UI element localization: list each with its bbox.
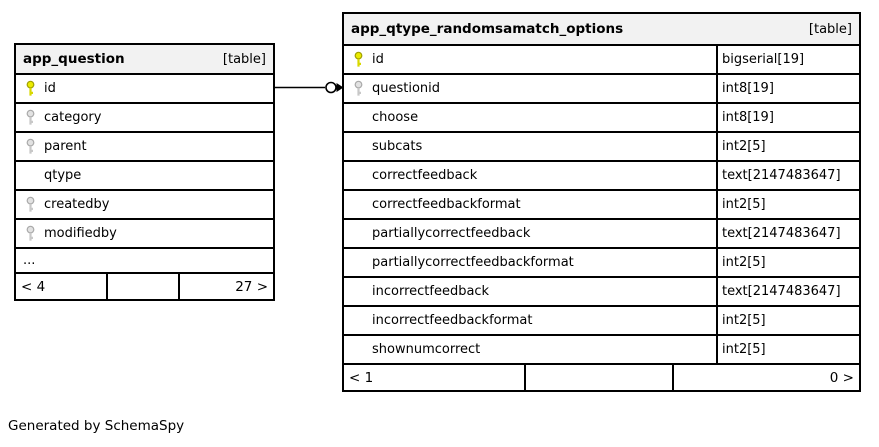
column-row: qtype <box>16 160 273 189</box>
relationship-connector <box>275 81 344 94</box>
more-columns-ellipsis: ... <box>16 247 273 272</box>
column-row: incorrectfeedbackformat int2[5] <box>344 305 859 334</box>
arrowhead-icon <box>336 83 344 92</box>
table-name: app_question <box>23 51 125 67</box>
foreign-key-icon <box>26 138 35 154</box>
column-type: int2[5] <box>716 249 859 276</box>
column-name: createdby <box>44 197 110 212</box>
foreign-key-icon <box>26 225 35 241</box>
column-type: int2[5] <box>716 191 859 218</box>
column-type: int8[19] <box>716 104 859 131</box>
stats-spacer-cell <box>524 365 674 390</box>
stats-spacer-cell <box>105 274 181 299</box>
column-row: id bigserial[19] <box>344 44 859 73</box>
column-type: int2[5] <box>716 307 859 334</box>
column-type: int8[19] <box>716 75 859 102</box>
foreign-key-icon <box>26 109 35 125</box>
column-name: id <box>44 81 56 96</box>
column-row: shownumcorrect int2[5] <box>344 334 859 363</box>
table-node-app-question[interactable]: app_question [table] id category parent <box>14 43 275 301</box>
column-name: questionid <box>372 81 441 96</box>
column-name: partiallycorrectfeedback <box>372 226 531 241</box>
table-header[interactable]: app_qtype_randomsamatch_options [table] <box>344 14 859 44</box>
column-name: correctfeedbackformat <box>372 197 521 212</box>
column-row: correctfeedback text[2147483647] <box>344 160 859 189</box>
ellipsis-text: ... <box>23 253 36 268</box>
column-row: incorrectfeedback text[2147483647] <box>344 276 859 305</box>
column-row: id <box>16 73 273 102</box>
column-row: partiallycorrectfeedbackformat int2[5] <box>344 247 859 276</box>
column-row: category <box>16 102 273 131</box>
column-name: partiallycorrectfeedbackformat <box>372 255 574 270</box>
primary-key-icon <box>354 51 363 67</box>
column-row: parent <box>16 131 273 160</box>
column-row: correctfeedbackformat int2[5] <box>344 189 859 218</box>
column-row: choose int8[19] <box>344 102 859 131</box>
child-count: 27 > <box>235 278 268 295</box>
column-name: incorrectfeedbackformat <box>372 313 533 328</box>
column-type: int2[5] <box>716 336 859 363</box>
generated-by-note: Generated by SchemaSpy <box>8 418 185 434</box>
foreign-key-icon <box>26 196 35 212</box>
column-row: modifiedby <box>16 218 273 247</box>
table-stats: < 4 27 > <box>16 272 273 299</box>
parent-count: < 4 <box>21 278 46 295</box>
table-node-app-qtype-randomsamatch-options[interactable]: app_qtype_randomsamatch_options [table] … <box>342 12 861 392</box>
column-name: correctfeedback <box>372 168 478 183</box>
column-name: modifiedby <box>44 226 117 241</box>
column-row: createdby <box>16 189 273 218</box>
column-name: category <box>44 110 102 125</box>
foreign-key-icon <box>354 80 363 96</box>
column-type: text[2147483647] <box>716 162 859 189</box>
column-name: parent <box>44 139 87 154</box>
column-name: qtype <box>44 168 82 183</box>
open-circle-icon <box>325 81 337 94</box>
column-type: int2[5] <box>716 133 859 160</box>
parent-count: < 1 <box>349 369 374 386</box>
column-type: bigserial[19] <box>716 46 859 73</box>
column-name: subcats <box>372 139 423 154</box>
table-header[interactable]: app_question [table] <box>16 45 273 73</box>
table-type-badge: [table] <box>808 21 852 37</box>
column-row: questionid int8[19] <box>344 73 859 102</box>
table-type-badge: [table] <box>222 51 266 67</box>
child-count: 0 > <box>829 369 854 386</box>
column-row: subcats int2[5] <box>344 131 859 160</box>
column-name: id <box>372 52 384 67</box>
column-row: partiallycorrectfeedback text[2147483647… <box>344 218 859 247</box>
primary-key-icon <box>26 80 35 96</box>
column-name: shownumcorrect <box>372 342 481 357</box>
column-type: text[2147483647] <box>716 220 859 247</box>
column-name: incorrectfeedback <box>372 284 490 299</box>
table-name: app_qtype_randomsamatch_options <box>351 21 624 37</box>
column-name: choose <box>372 110 419 125</box>
column-type: text[2147483647] <box>716 278 859 305</box>
table-stats: < 1 0 > <box>344 363 859 390</box>
